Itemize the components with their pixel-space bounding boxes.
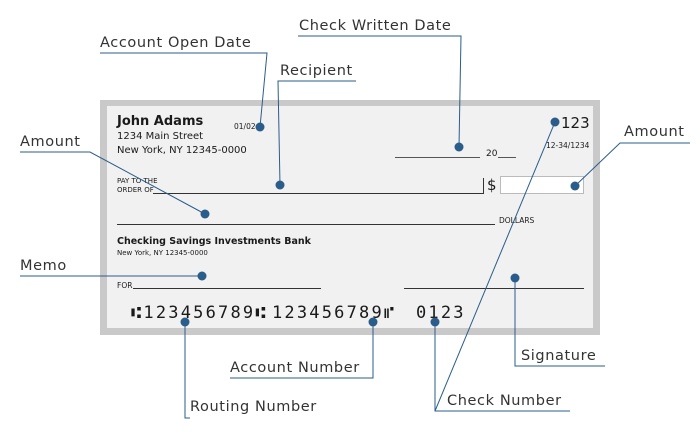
callout-amount-right: Amount (624, 124, 685, 140)
memo-line (133, 288, 321, 289)
leader-amount-left (20, 151, 206, 215)
payer-name: John Adams (117, 114, 204, 129)
dot-amount-box (570, 181, 580, 191)
bank-name: Checking Savings Investments Bank (117, 236, 311, 247)
callout-recipient: Recipient (280, 63, 353, 79)
leader-recipient (277, 80, 356, 186)
callout-check-written-date: Check Written Date (299, 18, 452, 34)
signature-line (404, 288, 584, 289)
date-year-line (498, 157, 516, 158)
leader-amount-right (574, 142, 690, 187)
callout-routing-number: Routing Number (190, 399, 317, 415)
pay-to-label-line1: PAY TO THE (117, 177, 158, 185)
dot-signature (510, 273, 520, 283)
dot-account-number (368, 317, 378, 327)
dot-memo (197, 271, 207, 281)
dot-routing-number (180, 317, 190, 327)
callout-amount-left: Amount (20, 134, 81, 150)
dot-account-open-date (255, 122, 265, 132)
date-line (395, 157, 480, 158)
date-year-prefix: 20 (486, 149, 498, 159)
callout-check-number: Check Number (447, 393, 562, 409)
dollars-label: DOLLARS (499, 216, 535, 225)
amount-words-line (117, 224, 495, 225)
fraction-code: 12-34/1234 (546, 141, 590, 150)
memo-label: FOR (117, 281, 133, 290)
leader-check-number-top (434, 121, 556, 412)
dot-check-number-micr (430, 317, 440, 327)
callout-signature: Signature (521, 348, 597, 364)
check-face (107, 106, 593, 328)
check-number-value: 123 (561, 114, 590, 132)
callout-account-number: Account Number (230, 360, 360, 376)
recipient-line (153, 193, 483, 194)
pay-to-label-line2: ORDER OF (117, 186, 154, 194)
dot-check-number-top (550, 117, 560, 127)
leader-routing-number (184, 322, 190, 419)
micr-account: 123456789⑈ (272, 303, 397, 323)
leader-account-number (230, 322, 374, 379)
leader-signature (514, 278, 605, 367)
micr-routing: ⑆123456789⑆ (131, 303, 268, 323)
dot-amount-words (200, 209, 210, 219)
dot-recipient (275, 180, 285, 190)
dollar-sign: $ (487, 176, 497, 194)
amount-box (500, 176, 584, 194)
leader-account-open-date (100, 52, 268, 128)
micr-check-number: 0123 (416, 303, 466, 323)
bank-address: New York, NY 12345-0000 (117, 249, 208, 257)
account-open-date-value: 01/02 (234, 122, 256, 131)
payer-address-line1: 1234 Main Street (117, 131, 204, 142)
payer-address-line2: New York, NY 12345-0000 (117, 145, 247, 156)
dot-check-written-date (454, 142, 464, 152)
callout-account-open-date: Account Open Date (100, 35, 252, 51)
callout-memo: Memo (20, 258, 67, 274)
recipient-line-end (483, 178, 484, 194)
leader-check-written-date (298, 35, 462, 148)
